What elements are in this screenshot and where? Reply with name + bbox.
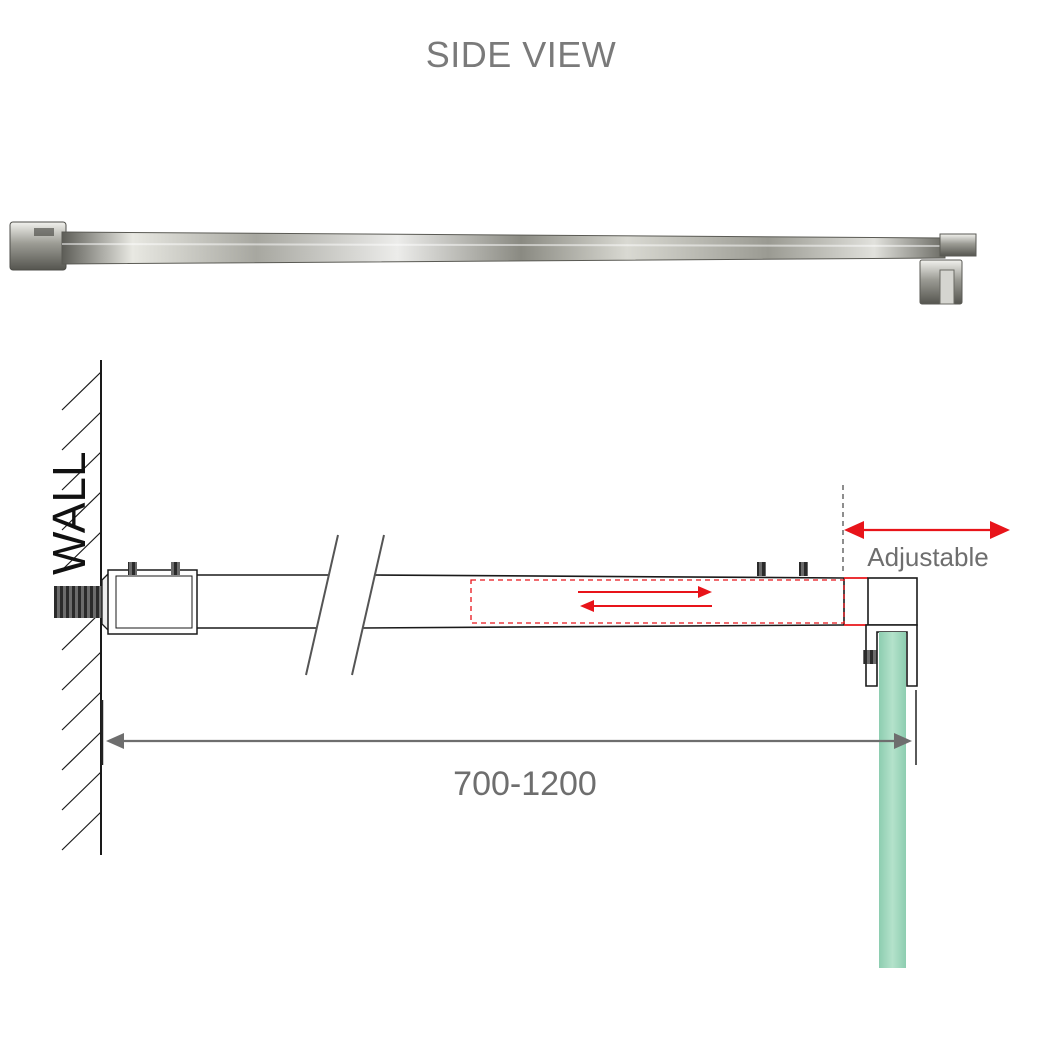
adjustable-label: Adjustable [867, 542, 988, 572]
threaded-bolt [54, 586, 102, 618]
dimension-label: 700-1200 [453, 765, 597, 803]
set-screw [128, 562, 137, 575]
photo-bar [61, 231, 946, 265]
slide-arrows [578, 586, 712, 612]
adjustable-arrow [844, 521, 1010, 539]
glass-clamp [865, 577, 918, 687]
telescopic-inner-tube [470, 579, 845, 624]
glass-panel [879, 632, 906, 968]
set-screw [757, 562, 766, 576]
support-bar [197, 574, 845, 629]
set-screw [799, 562, 808, 576]
dimension-line [100, 690, 917, 765]
page-title: SIDE VIEW [425, 34, 617, 75]
wall-label: WALL [43, 451, 95, 575]
set-screw [171, 562, 180, 575]
product-photo [9, 221, 977, 305]
wall-anchor [54, 562, 198, 635]
wall-mount-block [107, 569, 198, 635]
wall [61, 360, 102, 855]
break-mark [305, 534, 385, 676]
clamp-screw [863, 650, 877, 664]
